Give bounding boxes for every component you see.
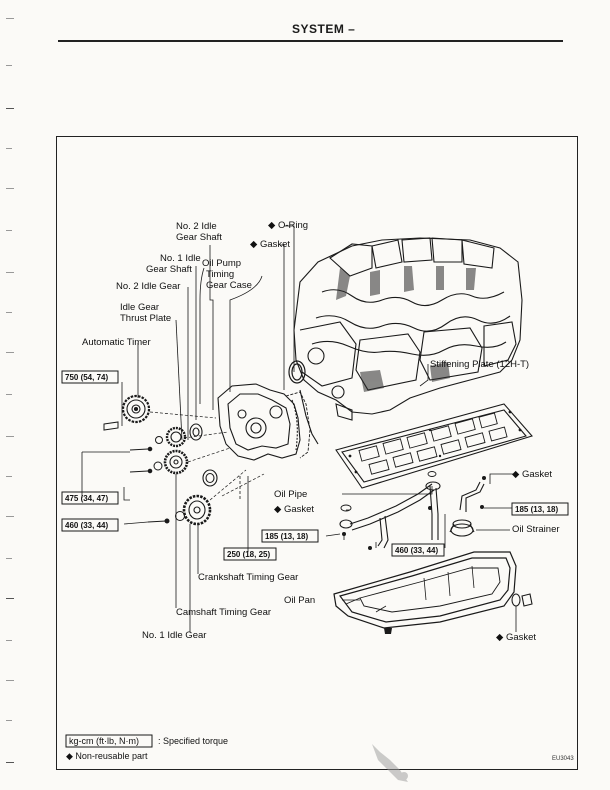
label-idle-gear-thrust-line1: Idle Gear xyxy=(120,302,159,313)
torque-box-750: 750 (54, 74) xyxy=(61,370,119,384)
torque-185-right-text: 185 (13, 18) xyxy=(515,505,558,514)
torque-box-185-mid: 185 (13, 18) xyxy=(261,529,319,543)
margin-tick xyxy=(6,762,14,763)
margin-tick xyxy=(6,18,14,19)
label-stiffening-plate: Stiffening Plate (12H-T) xyxy=(430,359,529,370)
oil-pipe-illustration xyxy=(339,471,441,549)
oil-pan-illustration xyxy=(333,551,517,629)
thrust-plates xyxy=(153,436,185,521)
label-camshaft-timing-gear: Camshaft Timing Gear xyxy=(176,607,271,618)
label-oil-pump-line3: Gear Case xyxy=(206,280,252,291)
label-idle-gear-thrust-line2: Thrust Plate xyxy=(120,313,171,324)
no2-idle-gear xyxy=(165,426,187,448)
torque-box-185-right: 185 (13, 18) xyxy=(511,502,569,516)
torque-box-460-left: 460 (33, 44) xyxy=(61,518,119,532)
label-gasket-pipe: ◆ Gasket xyxy=(274,504,314,515)
margin-tick xyxy=(6,436,14,437)
margin-tick xyxy=(6,640,12,641)
margin-tick xyxy=(6,148,12,149)
torque-475-text: 475 (34, 47) xyxy=(65,494,108,503)
margin-tick xyxy=(6,720,12,721)
label-gasket-top: ◆ Gasket xyxy=(250,239,290,250)
label-no2-idle-gear-shaft-line1: No. 2 Idle xyxy=(176,221,217,232)
margin-tick xyxy=(6,394,12,395)
no1-idle-gear xyxy=(163,449,189,475)
margin-tick xyxy=(6,272,14,273)
label-gasket-bottom: ◆ Gasket xyxy=(496,632,536,643)
margin-tick xyxy=(6,476,12,477)
case-gasket xyxy=(285,391,311,459)
margin-tick xyxy=(6,312,12,313)
torque-box-250: 250 (18, 25) xyxy=(223,547,277,561)
scan-smudge xyxy=(372,744,408,782)
label-no1-idle-gear: No. 1 Idle Gear xyxy=(142,630,206,641)
torque-185-mid-text: 185 (13, 18) xyxy=(265,532,308,541)
legend-unit-box: kg-cm (ft·lb, N·m) xyxy=(69,736,139,746)
margin-tick xyxy=(6,230,12,231)
figure-code: EU3043 xyxy=(552,756,574,762)
page-header-title: SYSTEM – xyxy=(292,22,356,36)
label-no2-idle-gear: No. 2 Idle Gear xyxy=(116,281,180,292)
torque-250-text: 250 (18, 25) xyxy=(227,550,270,559)
assembly-dashed-lines xyxy=(149,411,265,501)
margin-tick xyxy=(6,598,14,599)
margin-tick xyxy=(6,65,12,66)
legend: kg-cm (ft·lb, N·m) : Specified torque ◆ … xyxy=(65,734,228,761)
label-oil-pump-line2: Timing xyxy=(206,269,234,280)
engine-shading xyxy=(336,266,476,392)
torque-460-left-text: 460 (33, 44) xyxy=(65,521,108,530)
label-oil-pump-line1: Oil Pump xyxy=(202,258,241,269)
torque-box-460-right: 460 (33, 44) xyxy=(391,543,445,557)
engine-block-illustration xyxy=(293,237,523,445)
oil-strainer-illustration xyxy=(449,481,485,537)
automatic-timer-gear xyxy=(121,394,151,424)
label-crankshaft-timing-gear: Crankshaft Timing Gear xyxy=(198,572,298,583)
oil-pump-timing-gear-case xyxy=(217,383,301,461)
no2-idle-gear-shaft xyxy=(189,423,203,441)
label-no1-idle-gear-shaft-line2: Gear Shaft xyxy=(146,264,192,275)
label-o-ring: ◆ O-Ring xyxy=(268,220,308,231)
camshaft-timing-gear xyxy=(182,494,212,526)
pan-bottom-plug xyxy=(384,628,392,634)
o-ring-seal xyxy=(288,360,306,384)
gear-bolts xyxy=(129,446,170,524)
legend-specified-torque: : Specified torque xyxy=(158,736,228,746)
label-oil-strainer: Oil Strainer xyxy=(512,524,560,535)
label-no1-idle-gear-shaft-line1: No. 1 Idle xyxy=(160,253,201,264)
label-oil-pan: Oil Pan xyxy=(284,595,315,606)
legend-non-reusable: ◆ Non-reusable part xyxy=(66,751,148,761)
no1-idle-gear-shaft xyxy=(202,469,218,487)
margin-tick xyxy=(6,558,12,559)
margin-tick xyxy=(6,188,14,189)
pipe-bolts xyxy=(342,476,486,550)
torque-460-right-text: 460 (33, 44) xyxy=(395,546,438,555)
label-no2-idle-gear-shaft-line2: Gear Shaft xyxy=(176,232,222,243)
label-automatic-timer: Automatic Timer xyxy=(82,337,151,348)
label-gasket-right: ◆ Gasket xyxy=(512,469,552,480)
margin-tick xyxy=(6,516,14,517)
header-rule xyxy=(58,40,563,42)
diagram-frame xyxy=(56,136,578,770)
margin-tick xyxy=(6,108,14,109)
torque-750-text: 750 (54, 74) xyxy=(65,373,108,382)
drain-plug xyxy=(511,593,533,607)
label-oil-pipe: Oil Pipe xyxy=(274,489,307,500)
margin-tick xyxy=(6,680,14,681)
torque-box-475: 475 (34, 47) xyxy=(61,491,119,505)
margin-tick xyxy=(6,352,14,353)
timer-bolt xyxy=(103,421,119,431)
leader-lines xyxy=(81,225,517,632)
stiffening-plate-illustration xyxy=(335,403,533,489)
